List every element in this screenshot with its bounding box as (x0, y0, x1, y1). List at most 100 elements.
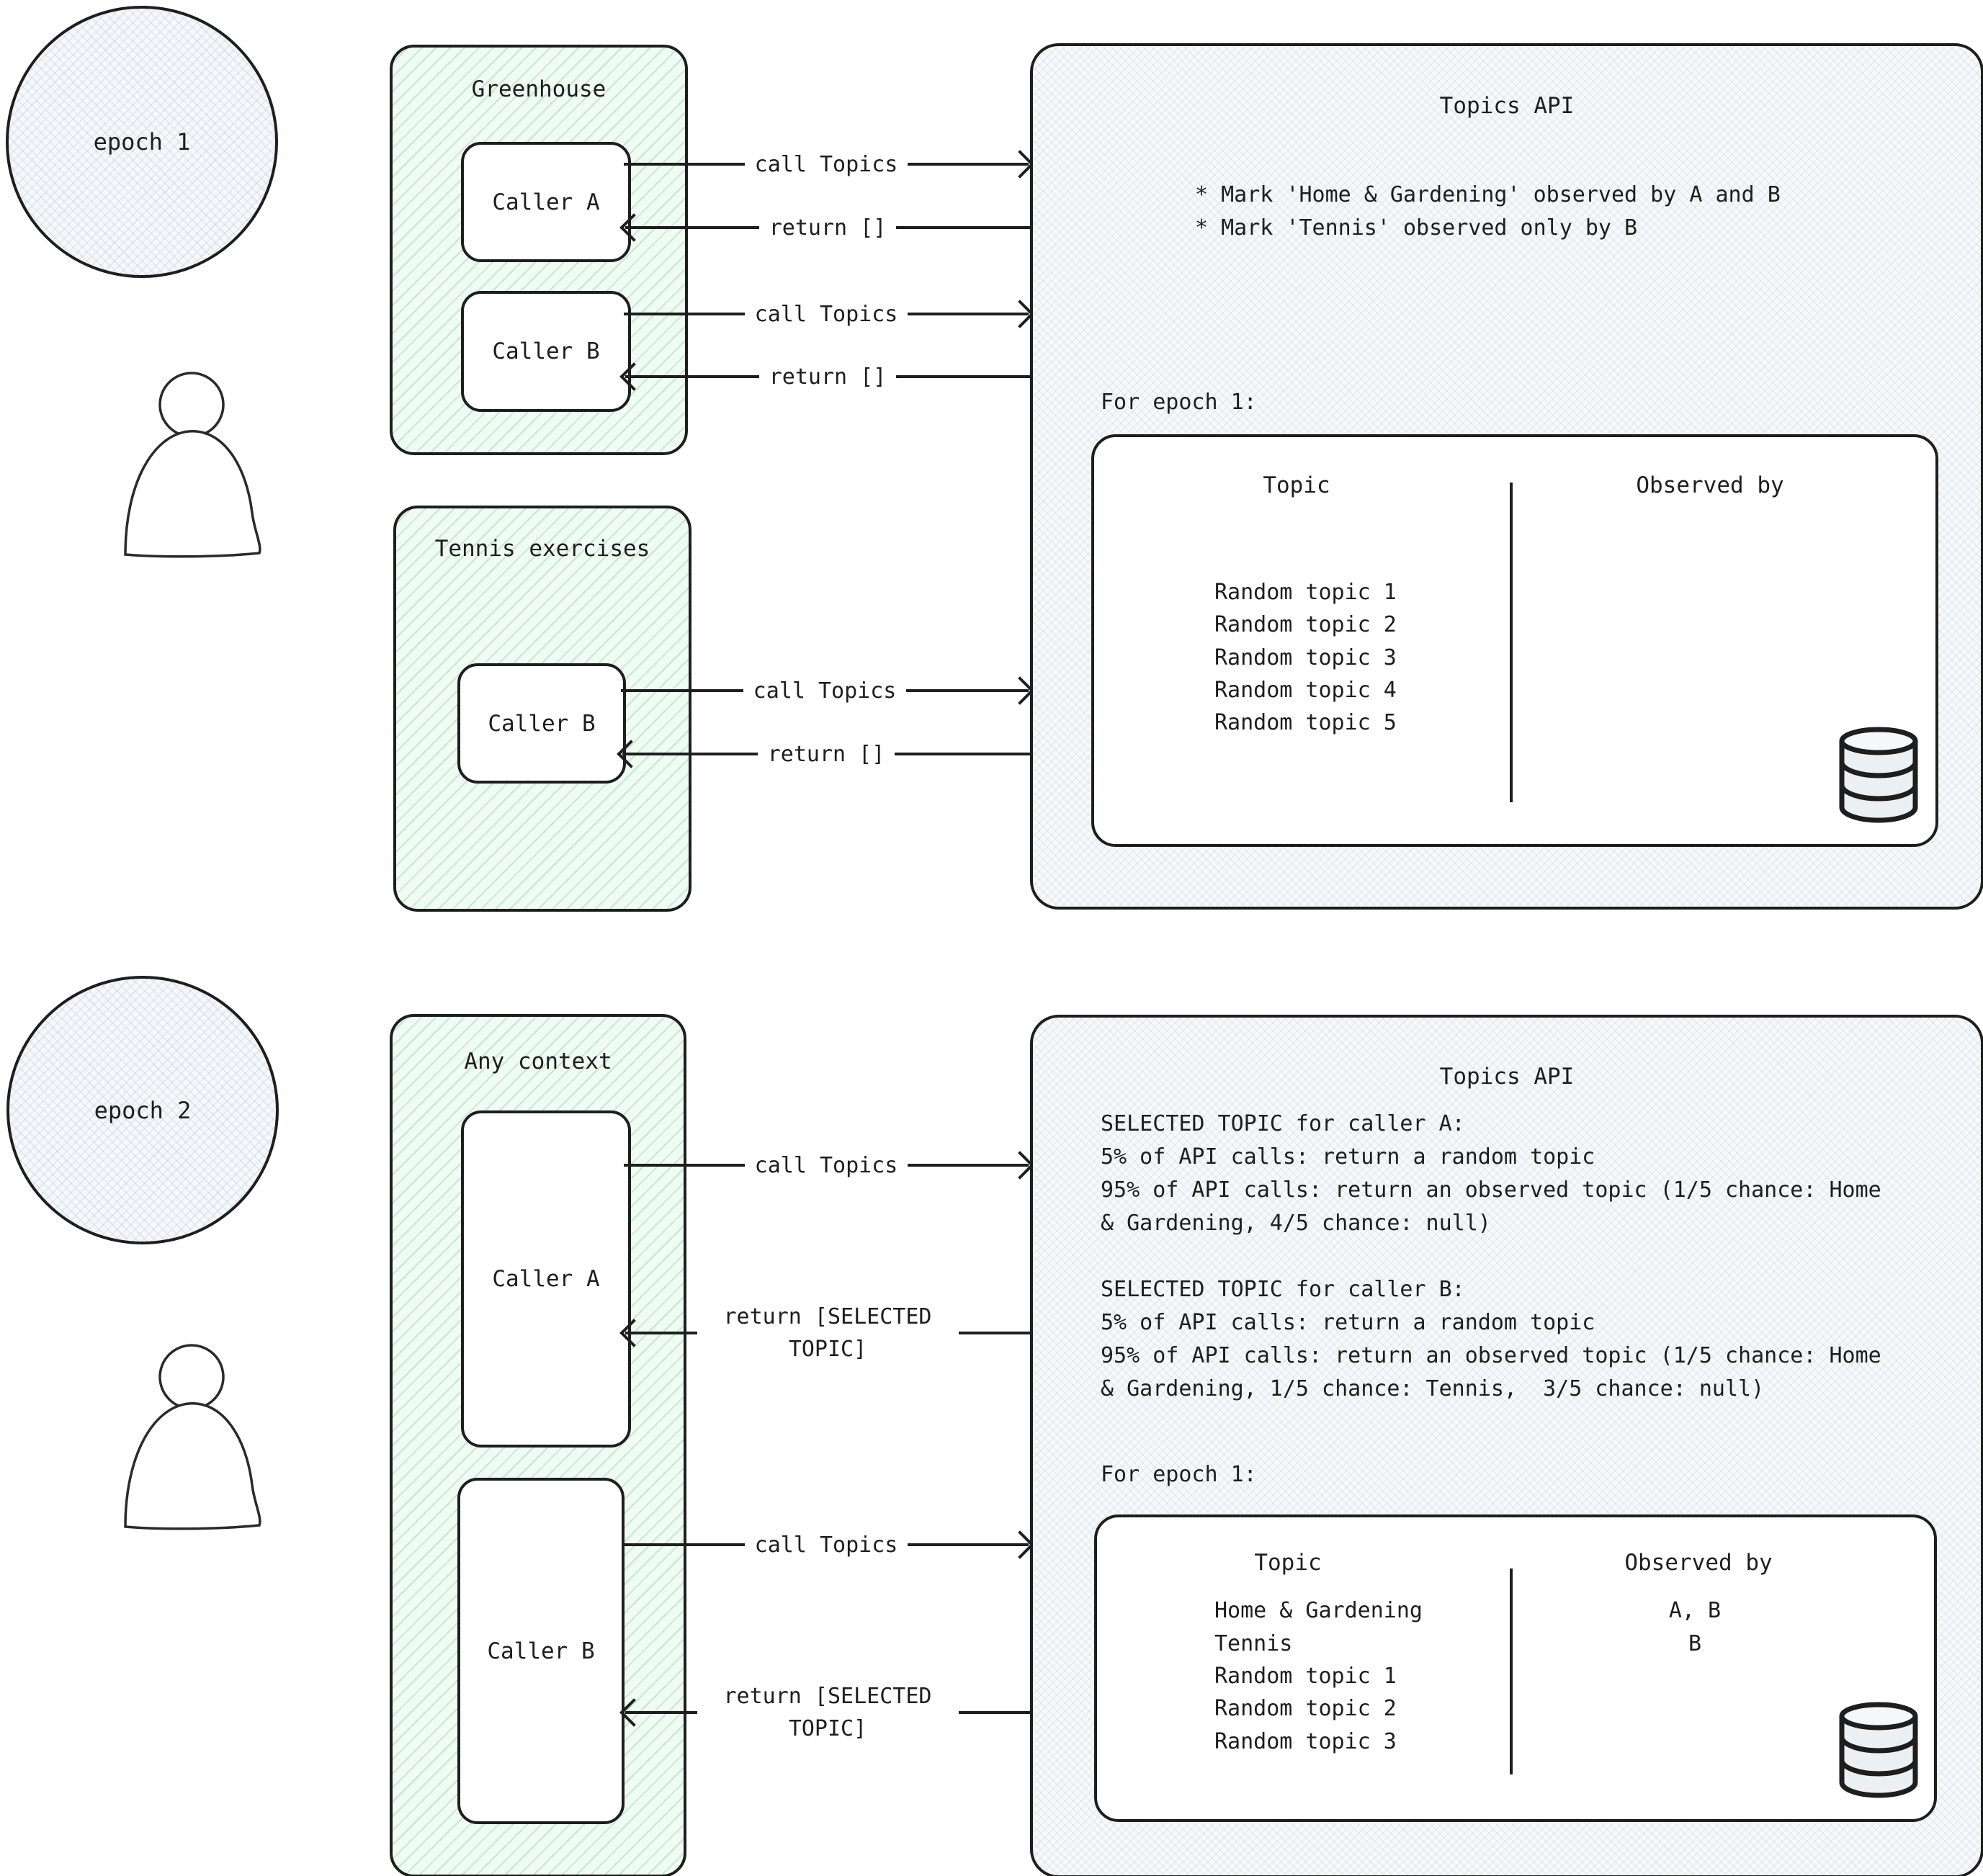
arrow-caller-a-call: call Topics (624, 148, 1034, 181)
column-divider (1510, 1568, 1513, 1774)
arrow-line (625, 375, 759, 378)
arrow-line (624, 163, 745, 166)
arrow-line (958, 1711, 1030, 1714)
epoch-1-circle: epoch 1 (6, 6, 278, 278)
api-selection-rules: SELECTED TOPIC for caller A: 5% of API c… (1101, 1111, 1881, 1409)
arrow-line (624, 1543, 745, 1546)
table-row-topic: Random topic 2 (1214, 1696, 1397, 1721)
arrow-line (908, 163, 1029, 166)
greenhouse-title: Greenhouse (471, 76, 606, 102)
for-epoch-label: For epoch 1: (1101, 1462, 1257, 1487)
tennis-caller-b-label: Caller B (488, 710, 596, 737)
arrow-caller-a-return-epoch2: return [SELECTED TOPIC] (619, 1300, 1030, 1366)
table-row-observed: A, B (1668, 1598, 1722, 1623)
column-divider (1510, 483, 1513, 802)
observed-column-header: Observed by (1636, 472, 1784, 498)
api-rule-line: & Gardening, 4/5 chance: null) (1101, 1211, 1491, 1236)
arrow-line (908, 313, 1029, 315)
api-rule-line: 95% of API calls: return an observed top… (1101, 1343, 1881, 1368)
api-note-line: * Mark 'Tennis' observed only by B (1195, 215, 1638, 241)
arrow-line (625, 1711, 697, 1714)
tennis-context-box: Tennis exercises Caller B (393, 506, 691, 912)
arrow-label: call Topics (754, 1532, 898, 1558)
arrow-label: call Topics (754, 151, 898, 177)
arrow-label: return [SELECTED TOPIC] (723, 1684, 932, 1741)
arrow-caller-a-return: return [] (619, 211, 1030, 244)
topics-api-box-epoch2: Topics API SELECTED TOPIC for caller A: … (1030, 1015, 1983, 1876)
arrow-caller-b-call-epoch2: call Topics (624, 1528, 1034, 1561)
topics-table-epoch2: Topic Observed by Home & Gardening A, B … (1094, 1514, 1937, 1822)
api-rule-line (1101, 1244, 1881, 1277)
table-row-topic: Home & Gardening (1214, 1598, 1423, 1623)
arrow-line (896, 226, 1030, 229)
arrow-line (906, 689, 1029, 692)
api-rule-line: & Gardening, 1/5 chance: Tennis, 3/5 cha… (1101, 1376, 1765, 1401)
table-row-topic: Random topic 3 (1214, 1729, 1397, 1754)
caller-b-label: Caller B (492, 338, 600, 364)
person-icon (124, 372, 261, 558)
topics-api-title: Topics API (1439, 93, 1575, 119)
topic-column-header: Topic (1263, 472, 1330, 498)
arrow-caller-b-call: call Topics (624, 297, 1034, 331)
arrow-line (624, 1164, 745, 1167)
arrow-line (622, 753, 758, 755)
caller-b-label: Caller B (487, 1638, 595, 1664)
epoch-1-label: epoch 1 (93, 128, 191, 156)
tennis-caller-b-box: Caller B (457, 663, 626, 784)
arrow-tennis-caller-b-return: return [] (617, 737, 1030, 771)
caller-a-label: Caller A (492, 189, 600, 215)
arrow-label: call Topics (754, 1152, 898, 1178)
arrow-caller-b-return-epoch2: return [SELECTED TOPIC] (619, 1679, 1030, 1746)
for-epoch-label: For epoch 1: (1101, 390, 1257, 415)
caller-a-box-epoch2: Caller A (461, 1110, 631, 1448)
api-rule-line: 95% of API calls: return an observed top… (1101, 1177, 1881, 1203)
topics-api-box-epoch1: Topics API * Mark 'Home & Gardening' obs… (1030, 43, 1983, 910)
arrow-tennis-caller-b-call: call Topics (621, 674, 1034, 707)
arrow-label: return [SELECTED TOPIC] (723, 1304, 932, 1362)
table-row-topic: Random topic 4 (1214, 678, 1397, 703)
arrow-label: call Topics (754, 301, 898, 327)
database-icon (1839, 727, 1918, 823)
table-row-topic: Random topic 3 (1214, 645, 1397, 670)
database-icon (1839, 1702, 1918, 1798)
topics-api-title: Topics API (1439, 1064, 1575, 1090)
api-rule-line: 5% of API calls: return a random topic (1101, 1144, 1595, 1170)
arrowhead-left-icon (619, 1698, 648, 1727)
topic-column-header: Topic (1254, 1550, 1322, 1576)
table-row-topic: Random topic 1 (1214, 1664, 1397, 1689)
table-row-topic: Random topic 2 (1214, 612, 1397, 637)
arrowhead-left-icon (617, 740, 645, 768)
api-rule-line: SELECTED TOPIC for caller A: (1101, 1111, 1465, 1136)
api-notes: * Mark 'Home & Gardening' observed by A … (1195, 182, 1781, 248)
caller-a-label: Caller A (492, 1266, 600, 1292)
arrow-label: call Topics (753, 678, 897, 704)
arrow-line (908, 1543, 1029, 1546)
table-row-topic: Random topic 5 (1214, 710, 1397, 735)
arrow-label: return [] (769, 364, 887, 390)
epoch-2-label: epoch 2 (94, 1096, 192, 1124)
table-row-observed: B (1688, 1631, 1702, 1656)
arrowhead-left-icon (619, 362, 648, 391)
table-row-topic: Random topic 1 (1214, 580, 1397, 605)
any-context-title: Any context (464, 1049, 612, 1074)
arrow-caller-a-call-epoch2: call Topics (624, 1149, 1034, 1182)
arrow-label: return [] (767, 741, 885, 767)
caller-b-box: Caller B (461, 291, 631, 412)
person-icon (124, 1344, 261, 1530)
arrowhead-left-icon (619, 213, 648, 242)
caller-a-box: Caller A (461, 142, 631, 262)
tennis-title: Tennis exercises (434, 536, 650, 562)
arrow-line (958, 1332, 1030, 1334)
arrow-line (625, 1332, 697, 1334)
caller-b-box-epoch2: Caller B (457, 1478, 625, 1824)
api-note-line: * Mark 'Home & Gardening' observed by A … (1195, 182, 1781, 207)
api-rule-line: SELECTED TOPIC for caller B: (1101, 1277, 1465, 1302)
arrow-line (908, 1164, 1029, 1167)
arrow-line (895, 753, 1030, 755)
arrow-caller-b-return: return [] (619, 360, 1030, 393)
greenhouse-context-box: Greenhouse Caller A Caller B (390, 45, 688, 455)
topics-table-epoch1: Topic Observed by Random topic 1 Random … (1091, 434, 1938, 847)
arrow-line (624, 313, 745, 315)
arrow-line (625, 226, 759, 229)
